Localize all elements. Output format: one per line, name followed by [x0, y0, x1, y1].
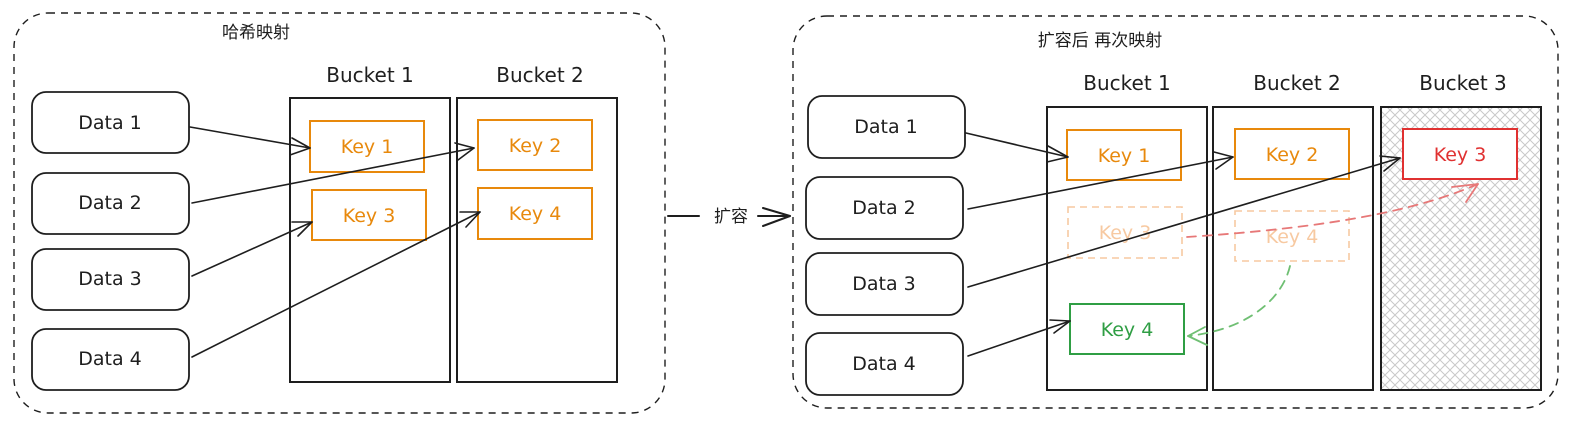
right-key-3-old-ghost-label: Key 3 [1099, 222, 1152, 244]
right-key-3-moved-label: Key 3 [1434, 144, 1487, 166]
right-key-3-old-ghost: Key 3 [1067, 206, 1183, 259]
left-arrow-data2-key2 [191, 142, 475, 204]
right-arrow-key3-relocation [1186, 183, 1479, 238]
right-arrow-data4-key4 [967, 319, 1071, 357]
left-key-2: Key 2 [477, 119, 593, 171]
left-arrow-data1-key1 [189, 126, 311, 156]
right-data-1-label: Data 1 [854, 116, 918, 138]
left-key-1: Key 1 [309, 120, 425, 173]
left-key-4-label: Key 4 [509, 203, 562, 225]
right-bucket-1-label: Bucket 1 [1083, 71, 1171, 95]
left-key-2-label: Key 2 [509, 135, 562, 157]
left-key-3: Key 3 [311, 189, 427, 241]
expansion-arrow-head [762, 207, 791, 227]
right-key-1: Key 1 [1066, 129, 1182, 181]
right-data-2: Data 2 [805, 176, 964, 240]
right-key-3-moved: Key 3 [1402, 128, 1518, 180]
left-data-1: Data 1 [31, 91, 190, 154]
right-arrow-data3-key3 [967, 155, 1401, 288]
left-data-3-label: Data 3 [78, 268, 142, 290]
left-arrow-data4-key4 [191, 211, 481, 358]
expansion-label: 扩容 [714, 207, 748, 227]
left-bucket-1-label: Bucket 1 [326, 63, 414, 87]
left-panel: 哈希映射 Bucket 1 Bucket 2 Data 1 Data 2 Dat… [13, 12, 666, 414]
right-key-4-moved-label: Key 4 [1101, 319, 1154, 341]
right-key-4-old-ghost: Key 4 [1234, 210, 1350, 262]
right-data-4-label: Data 4 [852, 353, 916, 375]
left-key-1-label: Key 1 [341, 136, 394, 158]
left-bucket-2-label: Bucket 2 [496, 63, 584, 87]
right-data-1: Data 1 [807, 95, 966, 159]
left-data-1-label: Data 1 [78, 112, 142, 134]
left-data-2: Data 2 [31, 172, 190, 235]
right-bucket-2-label: Bucket 2 [1253, 71, 1341, 95]
left-panel-frame [13, 12, 666, 414]
right-panel-frame [792, 15, 1559, 409]
left-key-3-label: Key 3 [343, 205, 396, 227]
right-arrow-data2-key2 [967, 151, 1234, 210]
right-data-3: Data 3 [805, 252, 964, 316]
right-key-4-old-ghost-label: Key 4 [1266, 226, 1319, 248]
left-data-3: Data 3 [31, 248, 190, 311]
right-bucket-3-label: Bucket 3 [1419, 71, 1507, 95]
left-data-4-label: Data 4 [78, 348, 142, 370]
right-panel: 扩容后 再次映射 Bucket 1 Bucket 2 Bucket 3 Data… [792, 15, 1559, 409]
right-arrow-data1-key1 [965, 132, 1069, 163]
left-arrow-data3-key3 [191, 221, 313, 277]
right-data-3-label: Data 3 [852, 273, 916, 295]
right-data-4: Data 4 [805, 332, 964, 396]
right-arrow-key4-relocation [1187, 265, 1291, 346]
left-data-2-label: Data 2 [78, 192, 142, 214]
right-key-2-label: Key 2 [1266, 144, 1319, 166]
right-key-2: Key 2 [1234, 128, 1350, 180]
left-data-4: Data 4 [31, 328, 190, 391]
left-key-4: Key 4 [477, 187, 593, 240]
left-panel-title: 哈希映射 [222, 23, 290, 43]
right-key-1-label: Key 1 [1098, 145, 1151, 167]
right-key-4-moved: Key 4 [1069, 303, 1185, 355]
right-panel-title: 扩容后 再次映射 [1038, 31, 1162, 51]
right-data-2-label: Data 2 [852, 197, 916, 219]
expansion-connector: 扩容 [667, 207, 791, 227]
